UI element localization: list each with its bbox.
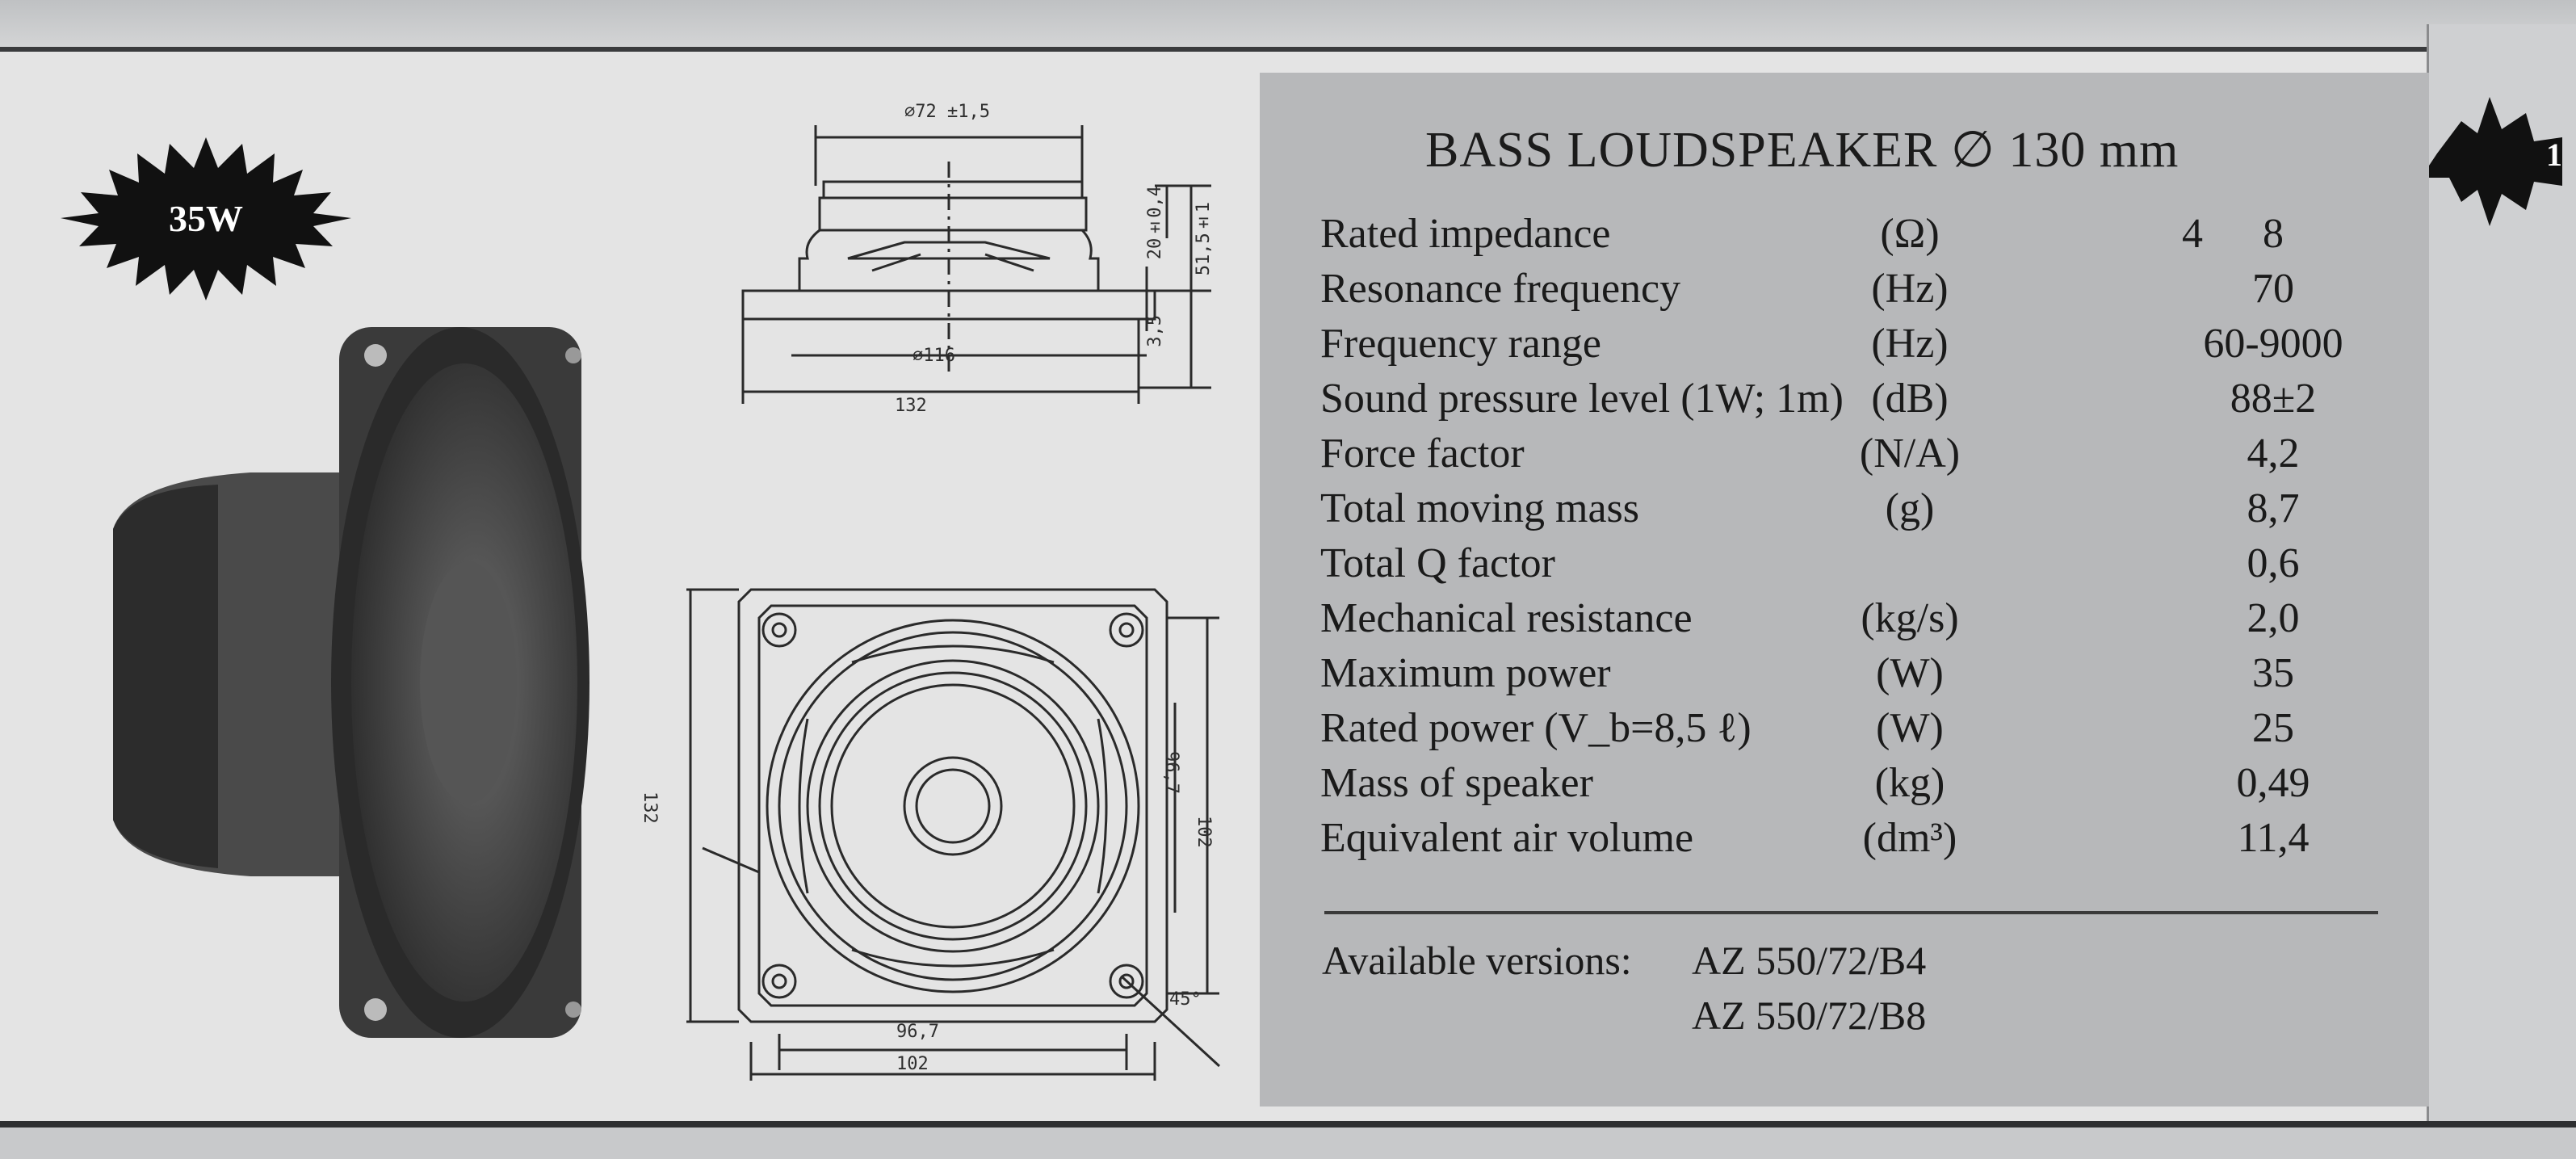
spec-name: Maximum power	[1320, 650, 1611, 696]
spec-panel	[1260, 73, 2429, 1107]
spec-row: Force factor (N/A) 4,2	[1320, 430, 2370, 483]
spec-unit: (kg/s)	[1861, 595, 1959, 641]
spec-name: Total Q factor	[1320, 540, 1555, 586]
speaker-front-drawing-icon	[686, 588, 1221, 1081]
top-page-strip	[0, 0, 2576, 48]
spec-name: Rated power (V_b=8,5 ℓ)	[1320, 705, 1752, 751]
spec-unit: (Hz)	[1871, 266, 1949, 312]
spec-unit: (Ω)	[1880, 211, 1940, 257]
dim-front-width: 132	[640, 792, 660, 824]
speaker-photo-icon	[113, 327, 589, 1038]
spec-name: Total moving mass	[1320, 485, 1640, 531]
spec-row: Total moving mass (g) 8,7	[1320, 485, 2370, 538]
spec-value: 0,49	[2236, 760, 2310, 806]
spec-value: 4,2	[2247, 430, 2300, 477]
spec-row-impedance: Rated impedance (Ω) 4 8	[1320, 210, 2370, 263]
starburst-badge-icon	[61, 137, 351, 300]
spec-unit: (Hz)	[1871, 321, 1949, 367]
spec-unit: (g)	[1885, 485, 1935, 531]
spec-row: Frequency range (Hz) 60-9000	[1320, 320, 2370, 373]
spec-name: Mechanical resistance	[1320, 595, 1693, 641]
spec-unit: (W)	[1876, 705, 1944, 751]
power-badge: 35W	[57, 129, 355, 307]
dim-height-total: 51,5±1	[1194, 202, 1214, 276]
spec-value: 35	[2252, 650, 2294, 696]
dim-bottom-102: 102	[896, 1054, 929, 1074]
spec-unit: (W)	[1876, 650, 1944, 696]
spec-value: 2,0	[2247, 595, 2300, 641]
spec-name: Force factor	[1320, 430, 1525, 477]
spec-value: 70	[2252, 266, 2294, 312]
spec-value: 88±2	[2230, 376, 2317, 422]
spec-value: 25	[2252, 705, 2294, 751]
next-page-badge-icon: 1	[2421, 97, 2562, 226]
spec-unit: (kg)	[1874, 760, 1945, 806]
spec-unit: (dB)	[1871, 376, 1949, 422]
dim-inner-dia: ∅116	[913, 346, 955, 366]
spec-name: Frequency range	[1320, 321, 1601, 367]
spec-value: 11,4	[2237, 815, 2310, 861]
spec-row: Mechanical resistance (kg/s) 2,0	[1320, 594, 2370, 648]
spec-row: Total Q factor 0,6	[1320, 540, 2370, 593]
dim-front-hole: 96,7	[1161, 751, 1181, 794]
available-version: AZ 550/72/B8	[1692, 993, 1927, 1038]
speaker-side-drawing-icon	[741, 125, 1211, 404]
dim-bottom-967: 96,7	[896, 1022, 939, 1042]
spec-row: Resonance frequency (Hz) 70	[1320, 265, 2370, 318]
svg-text:1: 1	[2546, 136, 2562, 173]
spec-name: Resonance frequency	[1320, 266, 1681, 312]
spec-value: 60-9000	[2203, 321, 2343, 367]
spec-title: BASS LOUDSPEAKER ∅ 130 mm	[1425, 123, 2180, 178]
spec-unit: (N/A)	[1859, 430, 1961, 477]
dim-height-35: 3,5	[1145, 315, 1165, 347]
spec-unit: (dm³)	[1862, 815, 1957, 861]
spec-separator	[1324, 911, 2378, 914]
spec-name: Mass of speaker	[1320, 760, 1593, 806]
bottom-page-strip	[0, 1128, 2576, 1159]
spec-name: Rated impedance	[1320, 211, 1611, 257]
next-page-edge: 1	[2421, 24, 2576, 1139]
dim-height-20: 20±0,4	[1145, 186, 1165, 260]
spec-value: 8,7	[2247, 485, 2300, 531]
badge-label: 35W	[169, 197, 243, 239]
dim-front-height: 102	[1194, 816, 1214, 848]
spec-value-4ohm: 4	[2182, 211, 2203, 257]
available-version: AZ 550/72/B4	[1692, 938, 1927, 983]
spec-row: Equivalent air volume (dm³) 11,4	[1320, 814, 2370, 867]
dim-top-width: ∅72 ±1,5	[904, 102, 990, 122]
spec-name: Equivalent air volume	[1320, 815, 1694, 861]
spec-row: Mass of speaker (kg) 0,49	[1320, 759, 2370, 813]
top-divider	[0, 47, 2576, 52]
spec-value: 0,6	[2247, 540, 2300, 586]
bottom-divider	[0, 1121, 2576, 1128]
spec-row: Sound pressure level (1W; 1m) (dB) 88±2	[1320, 375, 2370, 428]
available-versions-label: Available versions:	[1322, 938, 1632, 983]
dim-angle: 45°	[1169, 989, 1202, 1010]
spec-value-8ohm: 8	[2263, 211, 2284, 257]
spec-row: Rated power (V_b=8,5 ℓ) (W) 25	[1320, 704, 2370, 758]
dim-total-width: 132	[895, 396, 927, 416]
spec-name: Sound pressure level (1W; 1m)	[1320, 376, 1844, 422]
spec-row: Maximum power (W) 35	[1320, 649, 2370, 703]
